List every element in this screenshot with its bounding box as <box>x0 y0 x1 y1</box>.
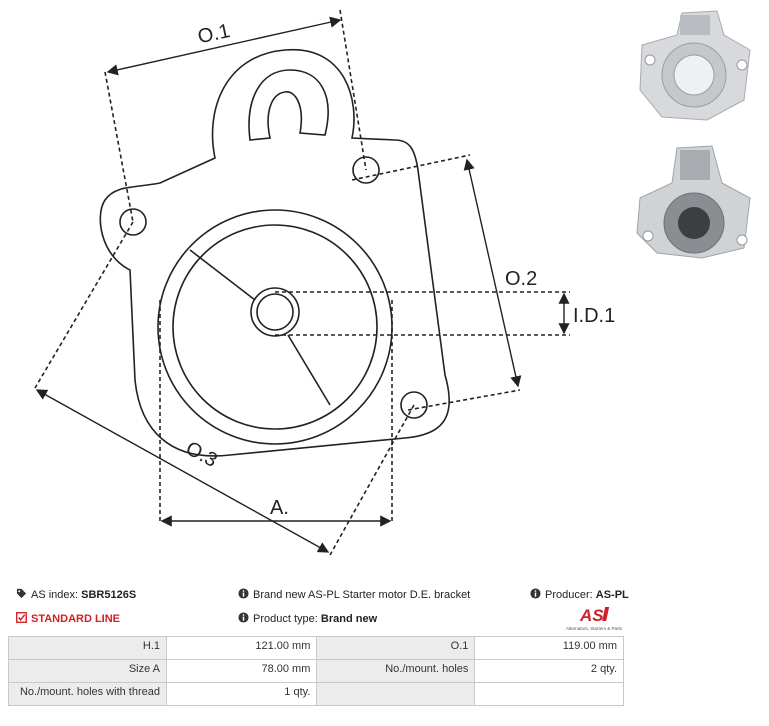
ear-cutout <box>248 69 329 141</box>
o3-ext-left <box>34 221 134 389</box>
technical-drawing: O.1 O.2 O.3 I.D.1 A. <box>34 9 615 556</box>
as-index-value: SBR5126S <box>81 589 137 601</box>
product-type-value: Brand new <box>320 613 378 625</box>
spec-value: 2 qty. <box>474 659 624 683</box>
o1-label: O.1 <box>196 20 232 48</box>
spec-label: Size A <box>8 659 167 683</box>
mount-hole-3 <box>400 391 428 419</box>
product-photo-front <box>632 5 757 127</box>
o2-ext-bottom <box>407 389 521 411</box>
spec-value <box>474 682 624 706</box>
producer-row: Producer: AS-PL <box>530 588 629 601</box>
o1-dim-line <box>106 16 342 76</box>
description-row: Brand new AS-PL Starter motor D.E. brack… <box>238 588 470 601</box>
svg-text:AS: AS <box>579 606 604 625</box>
svg-text:Alternators, Starters & Parts: Alternators, Starters & Parts <box>566 626 623 631</box>
spec-label: No./mount. holes with thread <box>8 682 167 706</box>
as-index-label: AS index: <box>31 589 79 601</box>
spec-value: 121.00 mm <box>165 636 318 660</box>
o3-label: O.3 <box>182 437 221 472</box>
as-pl-logo: AS Alternators, Starters & Parts <box>566 606 623 631</box>
spec-value: 1 qty. <box>165 682 318 706</box>
table-row: H.1 121.00 mm O.1 119.00 mm <box>8 636 624 660</box>
spec-label: O.1 <box>316 636 476 660</box>
as-index-row: AS index: SBR5126S <box>16 588 136 601</box>
bracket-outline <box>99 49 450 457</box>
product-type-label: Product type: <box>253 613 318 625</box>
o2-label: O.2 <box>505 268 537 290</box>
bore-outer <box>250 287 300 337</box>
spec-label: H.1 <box>8 636 167 660</box>
info-icon <box>238 612 249 623</box>
spec-value: 119.00 mm <box>474 636 624 660</box>
producer-label: Producer: <box>545 589 593 601</box>
o3-dim-line <box>35 389 330 553</box>
mount-hole-1 <box>119 208 147 236</box>
description-text: Brand new AS-PL Starter motor D.E. brack… <box>253 589 471 601</box>
standard-line-row: STANDARD LINE <box>16 612 120 625</box>
specs-table: H.1 121.00 mm O.1 119.00 mm Size A 78.00… <box>8 636 624 706</box>
info-icon <box>238 588 249 599</box>
check-square-icon <box>16 612 27 623</box>
o3-ext-right <box>329 404 415 556</box>
product-photo-rear <box>632 138 757 260</box>
info-icon <box>530 588 541 599</box>
table-row: No./mount. holes with thread 1 qty. <box>8 682 624 706</box>
outer-ring <box>157 209 393 445</box>
producer-value: AS-PL <box>595 589 629 601</box>
o2-dim-line <box>463 158 522 388</box>
a-label: A. <box>270 497 289 519</box>
sector-line-2 <box>287 334 331 406</box>
product-type-row: Product type: Brand new <box>238 612 377 625</box>
mount-hole-2 <box>352 156 380 184</box>
standard-line-label: STANDARD LINE <box>31 613 121 625</box>
spec-value: 78.00 mm <box>165 659 318 683</box>
o1-ext-left <box>104 71 134 223</box>
inner-ring <box>172 224 378 430</box>
sector-line-1 <box>189 249 256 301</box>
o1-ext-right <box>339 9 367 171</box>
table-row: Size A 78.00 mm No./mount. holes 2 qty. <box>8 659 624 683</box>
spec-label <box>316 682 476 706</box>
spec-label: No./mount. holes <box>316 659 476 683</box>
bore-inner <box>256 293 294 331</box>
id1-label: I.D.1 <box>573 305 615 327</box>
o2-ext-top <box>351 154 471 181</box>
tags-icon <box>16 588 27 599</box>
